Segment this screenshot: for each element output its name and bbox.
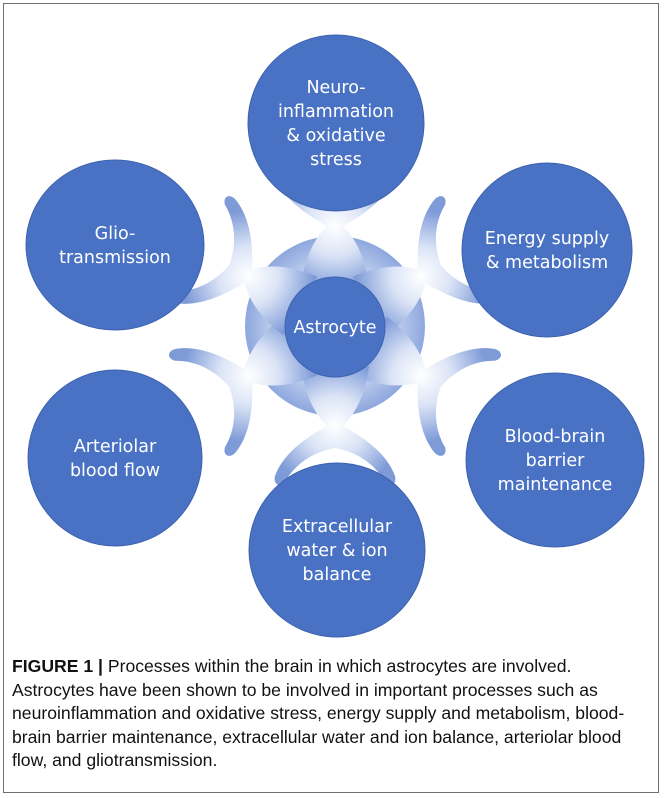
caption-label: FIGURE 1 [12, 656, 94, 676]
process-node-label-line: Glio- [95, 224, 136, 244]
process-node-circle [465, 372, 645, 548]
process-node-circle [25, 159, 205, 331]
process-node-label-line: & metabolism [486, 253, 608, 273]
process-node-label-line: Energy supply [485, 229, 609, 249]
process-nodes: Neuro-inflammation & oxidative stressEnerg… [25, 34, 645, 638]
process-node-upper-left: Glio-transmission [25, 159, 205, 331]
process-node-label-line: inflammation [278, 102, 394, 122]
process-node-circle [247, 34, 425, 212]
astrocyte-arm [274, 366, 396, 485]
process-node-label-line: Blood-brain [505, 427, 606, 447]
astrocyte-arm [168, 196, 318, 336]
process-node-lower-right: Blood-brain barrier maintenance [465, 372, 645, 548]
astrocyte-arm [352, 196, 502, 336]
process-node-circle [248, 462, 426, 638]
process-node-label-line: blood flow [70, 461, 160, 481]
astrocyte-diagram: Astrocyte Neuro-inflammation & oxidative s… [25, 34, 645, 638]
process-node-circle [461, 162, 633, 338]
process-node-lower-left: Arteriolar blood flow [27, 369, 203, 547]
process-node-label-line: Arteriolar [74, 437, 157, 457]
process-node-label-line: & oxidative [286, 126, 385, 146]
process-node-label-line: maintenance [498, 475, 613, 495]
process-node-label-line: Extracellular [282, 517, 393, 537]
figure-caption: FIGURE 1 | Processes within the brain in… [12, 655, 652, 773]
caption-text: Processes within the brain in which astr… [12, 656, 625, 770]
process-node-label-line: balance [303, 565, 372, 585]
process-node-circle [27, 369, 203, 547]
process-node-label-line: barrier [526, 451, 586, 471]
process-node-label-line: water & ion [286, 541, 387, 561]
caption-separator: | [93, 656, 108, 676]
process-node-label-line: Neuro- [306, 78, 365, 98]
astrocyte-arm [168, 316, 318, 456]
process-node-label-line: transmission [59, 248, 171, 268]
process-node-label-line: stress [310, 150, 362, 170]
astrocyte-arm [352, 316, 502, 456]
astrocyte-label: Astrocyte [293, 318, 376, 338]
process-node-bottom: Extracellular water & ion balance [248, 462, 426, 638]
process-node-upper-right: Energy supply & metabolism [461, 162, 633, 338]
process-node-top: Neuro-inflammation & oxidative stress [247, 34, 425, 212]
astrocyte-center-circle [284, 276, 386, 378]
